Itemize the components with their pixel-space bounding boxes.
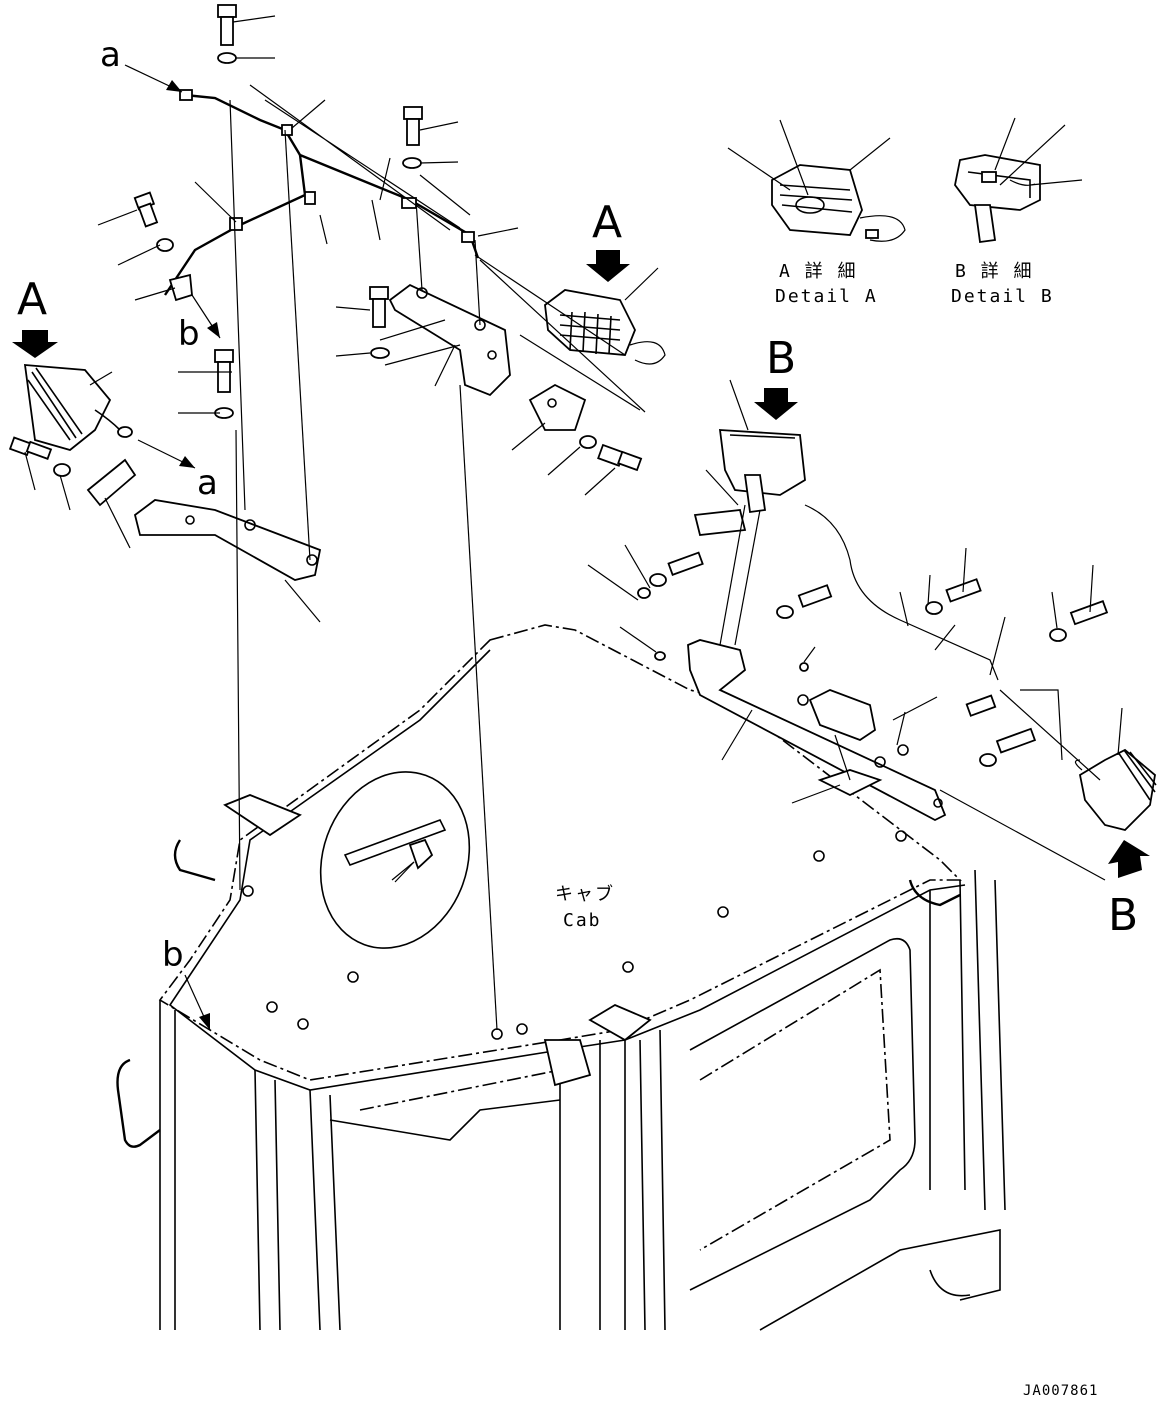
cab-frame [116,624,1006,1331]
view-b-center: B [766,333,796,384]
callout-b-cab: b [162,935,184,975]
view-a-left: A [17,274,47,325]
callout-b-top: b [178,314,200,354]
view-b-right: B [1108,890,1138,941]
arrow-down-icon [586,250,630,282]
callout-a-mid: a [197,463,218,503]
detail-a-en: Detail A [775,286,878,307]
top-wiring-harness [164,89,480,302]
detail-b-en: Detail B [951,286,1054,307]
detail-captions: A 詳 細 Detail A B 詳 細 Detail B [775,261,1054,307]
arrow-down-icon [754,388,798,420]
callout-a-top: a [100,35,121,75]
cab-caption: キャブ Cab [555,883,615,931]
cab-label-en: Cab [563,910,602,931]
detail-b-view [954,154,1041,244]
view-a-center: A [592,197,622,248]
callout-labels: a a b b A A B B [17,35,1138,975]
arrow-head-icon [199,1013,210,1030]
detail-b-jp: B 詳 細 [955,261,1034,282]
leader-lines [24,15,1123,883]
detail-a-jp: A 詳 細 [779,261,858,282]
arrow-head-icon [207,322,220,338]
arrow-head-icon [166,80,182,92]
arrow-up-icon [1108,840,1150,878]
center-work-light-assembly [388,283,666,472]
arrow-down-icon [12,330,58,358]
drawing-code: JA007861 [1023,1383,1098,1399]
bolt-column-left [133,4,423,419]
view-arrows [12,64,1150,1031]
right-work-light-assembly [637,429,1157,831]
cab-label-jp: キャブ [555,883,615,905]
left-work-light-assembly [8,364,322,581]
assembly-reference-lines [229,84,1106,1031]
detail-a-view [771,164,906,242]
arrow-head-icon [179,456,195,468]
